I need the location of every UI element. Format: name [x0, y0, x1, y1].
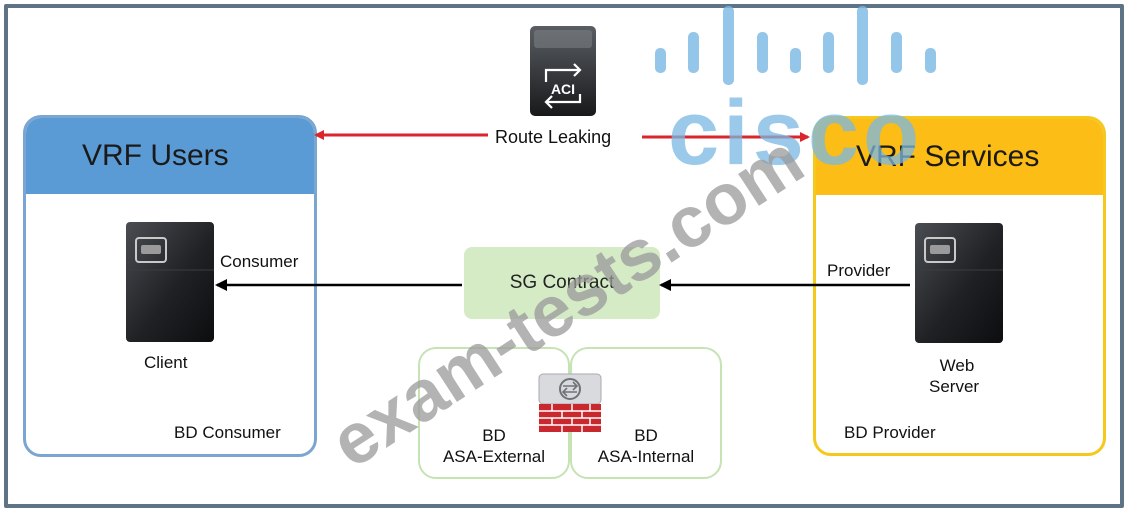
vrf-users-title: VRF Users — [26, 118, 314, 194]
sg-contract-box: SG Contract — [464, 247, 660, 319]
route-leaking-label: Route Leaking — [495, 127, 612, 147]
bd-asa-external-box: BD ASA-External — [418, 347, 570, 479]
vrf-services-container: VRF Services BD Provider — [813, 116, 1106, 456]
bd-consumer-label: BD Consumer — [174, 423, 281, 442]
vrf-services-title: VRF Services — [816, 119, 1103, 195]
bd-provider-label: BD Provider — [844, 423, 936, 442]
bd-asa-internal-box: BD ASA-Internal — [570, 347, 722, 479]
bd-asa-internal-line1: BD — [634, 426, 658, 445]
web-server-label-line1: Web — [939, 356, 975, 375]
vrf-users-container: VRF Users BD Consumer — [23, 115, 317, 457]
bd-asa-external-line2: ASA-External — [442, 447, 546, 466]
bd-asa-internal-line2: ASA-Internal — [597, 447, 695, 466]
web-server-label-line2: Server — [929, 377, 980, 396]
client-label: Client — [144, 353, 188, 372]
bd-asa-external-line1: BD — [482, 426, 506, 445]
provider-label: Provider — [827, 261, 891, 280]
consumer-label: Consumer — [220, 252, 299, 271]
web-server-label: Web — [935, 355, 979, 376]
